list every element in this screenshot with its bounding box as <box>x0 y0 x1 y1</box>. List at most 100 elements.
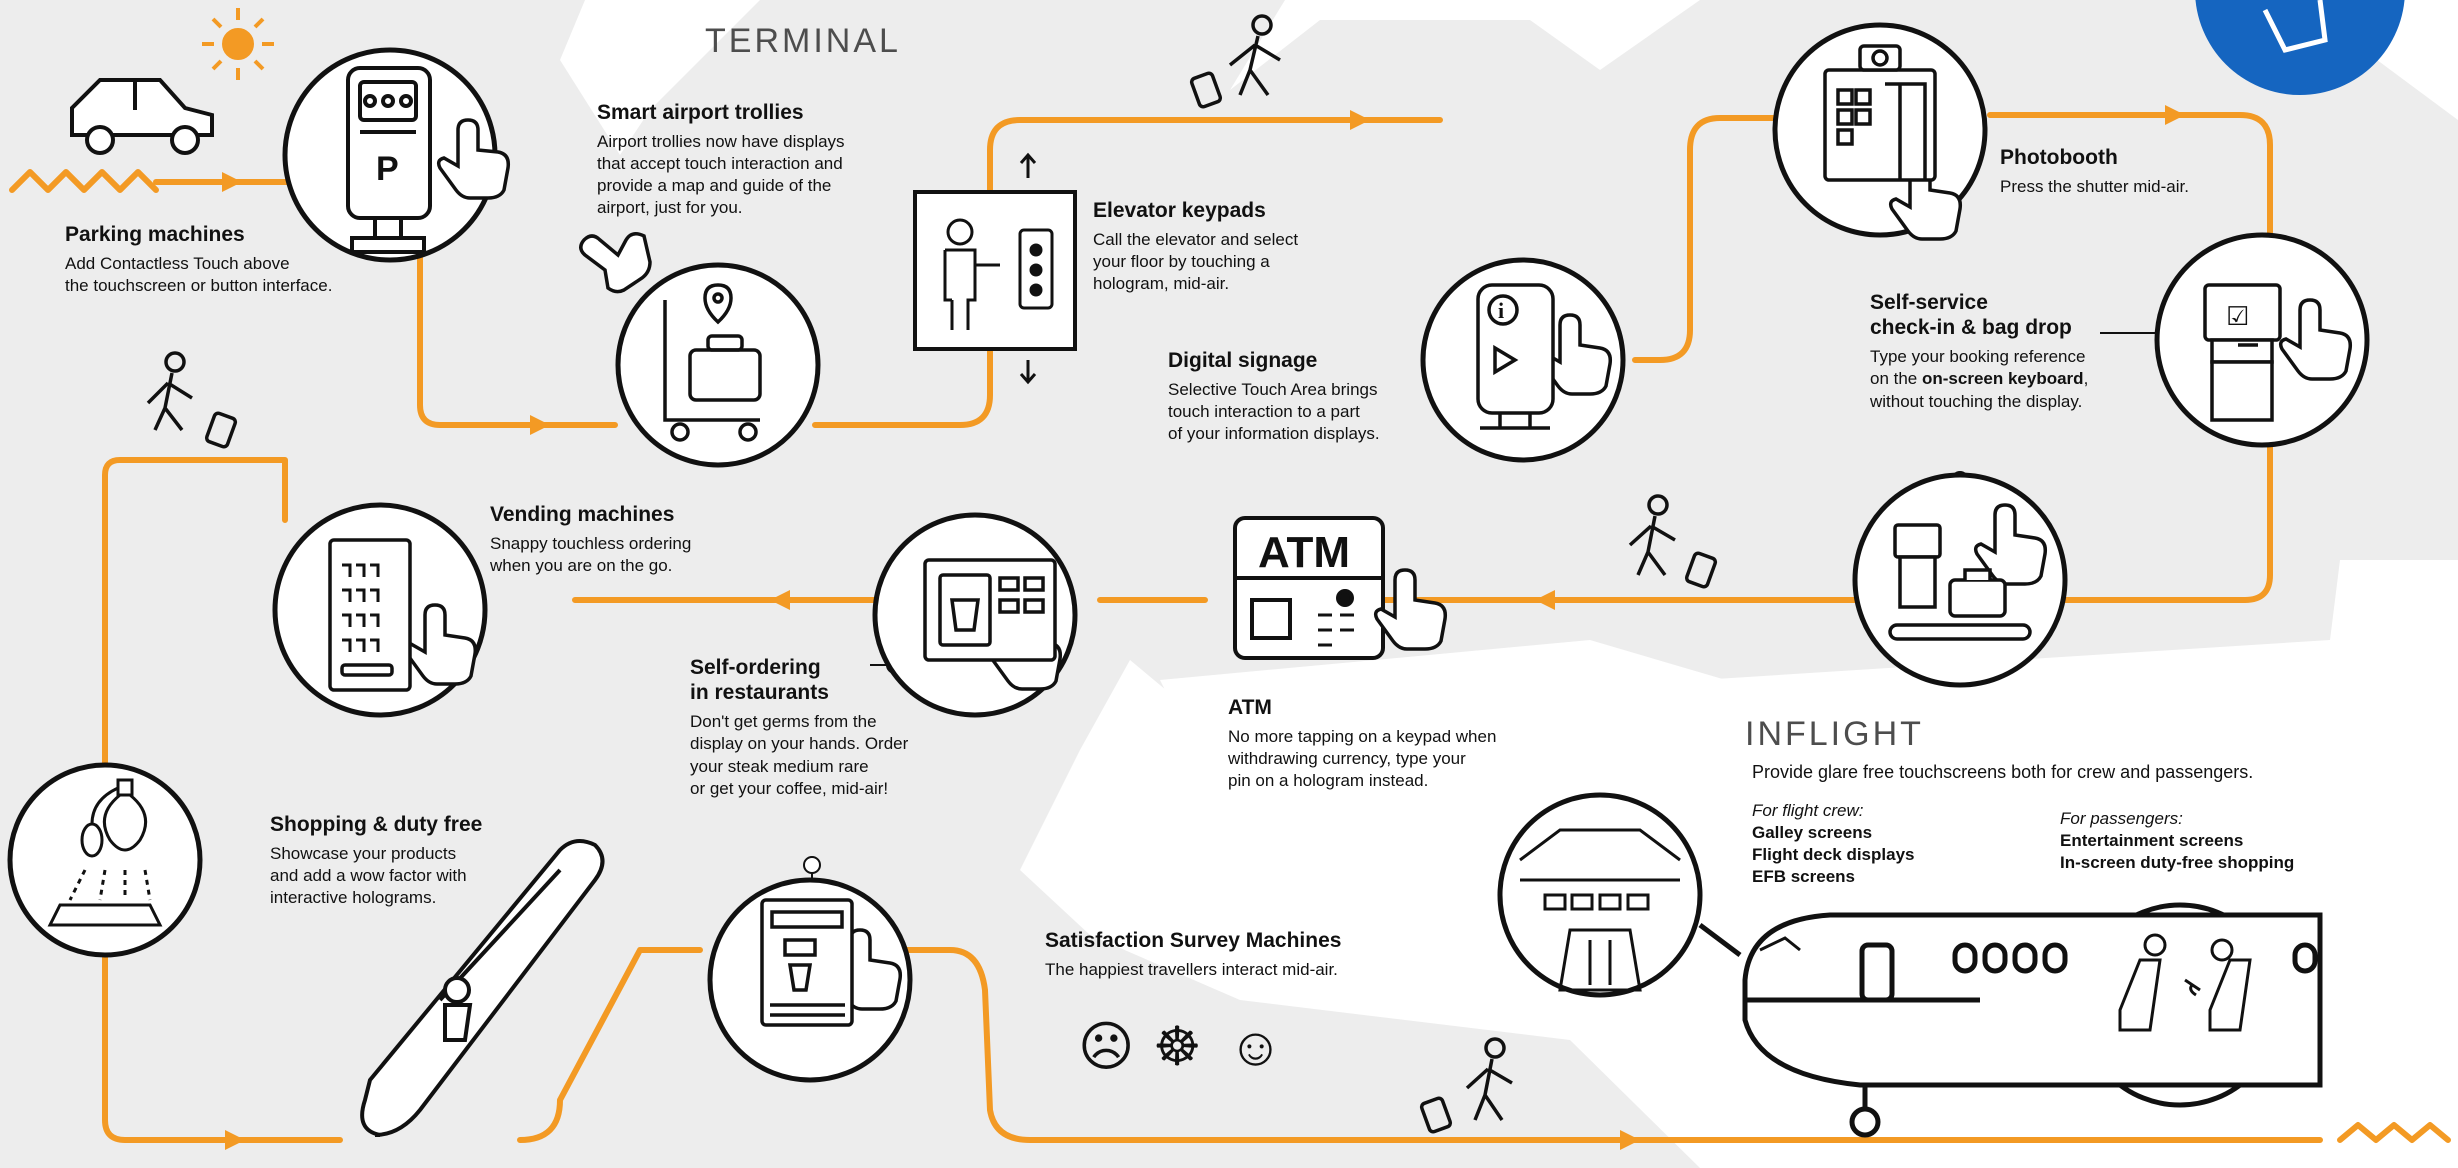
arrow-5 <box>1535 590 1555 610</box>
label-passengers: For passengers: Entertainment screens In… <box>2060 808 2294 874</box>
checkin-title-2: check-in & bag drop <box>1870 316 2072 340</box>
arrow-3 <box>1350 110 1370 130</box>
path-direction-arrows <box>222 105 2185 1150</box>
photobooth-title: Photobooth <box>2000 146 2118 169</box>
restaurants-desc-1: Don't get germs from the <box>690 712 877 732</box>
parking-desc-1: Add Contactless Touch above <box>65 254 290 274</box>
path-coffee-to-end <box>897 947 2323 1143</box>
checkin-desc-3: without touching the display. <box>1870 391 2083 411</box>
vending-title: Vending machines <box>490 503 675 526</box>
arrow-8 <box>1620 1130 1640 1150</box>
terminal-section-title: TERMINAL <box>705 22 901 60</box>
label-photobooth: Photobooth Press the shutter mid-air. <box>2000 145 2189 198</box>
label-shopping-duty-free: Shopping & duty free Showcase your produ… <box>270 812 482 909</box>
restaurants-title-1: Self-ordering <box>690 656 821 679</box>
label-self-service-checkin: Self-service check-in & bag drop Type yo… <box>1870 290 2088 413</box>
face-neutral-icon: ☸ <box>1153 1017 1202 1077</box>
signage-desc-3: of your information displays. <box>1168 424 1380 444</box>
vending-desc-2: when you are on the go. <box>490 556 673 576</box>
checkin-title-1: Self-service <box>1870 291 1988 314</box>
path-elevator-to-signage <box>1632 115 1783 363</box>
survey-desc-1: The happiest travellers interact mid-air… <box>1045 960 1338 980</box>
checkin-desc-1: Type your booking reference <box>1870 347 2086 367</box>
elevator-desc-2: your floor by touching a <box>1093 252 1270 272</box>
passengers-item-1: Entertainment screens <box>2060 831 2244 851</box>
kiosk-info-letter: i <box>1498 298 1504 323</box>
parking-meter-icon <box>346 66 432 254</box>
label-parking-machines: Parking machines Add Contactless Touch a… <box>65 222 332 297</box>
car-icon <box>70 78 214 155</box>
crew-item-1: Galley screens <box>1752 823 1873 843</box>
bagdrop-icon <box>1888 523 2032 641</box>
hand-icon-atm <box>1373 568 1448 651</box>
arrow-7 <box>225 1130 245 1150</box>
traveller-icon-4 <box>1419 1037 1513 1134</box>
trolleys-desc-2: that accept touch interaction and <box>597 154 843 174</box>
checkin-desc-2-post: , <box>2083 369 2089 389</box>
signage-desc-1: Selective Touch Area brings <box>1168 380 1378 400</box>
checkin-desc-2-bold: on-screen keyboard <box>1922 369 2084 389</box>
face-sad-icon: ☹ <box>1078 1017 1135 1077</box>
atm-desc-3: pin on a hologram instead. <box>1228 771 1429 791</box>
elevator-desc-1: Call the elevator and select <box>1093 230 1299 250</box>
restaurant-kiosk-icon <box>923 558 1057 662</box>
perfume-hologram-icon <box>47 778 163 927</box>
photobooth-icon <box>1823 44 1937 182</box>
hand-icon-bagdrop <box>1973 503 2048 586</box>
coffee-machine-icon <box>760 898 854 1027</box>
traveller-icon-2 <box>146 351 238 449</box>
parking-sign: P <box>376 150 399 188</box>
path-vending-down <box>102 457 343 1143</box>
atm-sign: ATM <box>1258 528 1350 577</box>
trolleys-title: Smart airport trollies <box>597 101 804 124</box>
signage-kiosk-icon <box>1476 283 1555 430</box>
label-flight-crew: For flight crew: Galley screens Flight d… <box>1752 800 1915 888</box>
face-happy-icon: ☺ <box>1228 1017 1284 1077</box>
checkin-check-mark: ☑ <box>2226 302 2249 332</box>
arrow-4 <box>2165 105 2185 125</box>
vending-machine-icon <box>328 538 412 692</box>
walking-traveller-icons <box>146 14 1718 1134</box>
elevator-desc-3: hologram, mid-air. <box>1093 274 1230 294</box>
hand-icon-checkin <box>2278 298 2353 381</box>
label-atm: ATM No more tapping on a keypad when wit… <box>1228 695 1496 792</box>
arrow-2 <box>530 415 550 435</box>
cockpit-icon <box>1519 828 1681 992</box>
shopping-desc-1: Showcase your products <box>270 844 457 864</box>
inflight-section-title: INFLIGHT <box>1745 715 1924 753</box>
trolleys-desc-1: Airport trollies now have displays <box>597 132 845 152</box>
label-elevator-keypads: Elevator keypads Call the elevator and s… <box>1093 198 1298 295</box>
restaurants-title-2: in restaurants <box>690 681 829 705</box>
parking-title: Parking machines <box>65 223 245 246</box>
parking-desc-2: the touchscreen or button interface. <box>65 276 333 296</box>
label-self-ordering: Self-ordering in restaurants Don't get g… <box>690 655 908 800</box>
hand-icon-trolley <box>579 232 652 294</box>
label-satisfaction-survey: Satisfaction Survey Machines The happies… <box>1045 928 1341 981</box>
atm-desc-1: No more tapping on a keypad when <box>1228 727 1497 747</box>
elevator-frame <box>913 190 1077 351</box>
path-zigzag-start <box>9 169 159 193</box>
escalator-icon <box>360 839 605 1137</box>
restaurants-desc-3: your steak medium rare <box>690 756 869 776</box>
arrow-6 <box>770 590 790 610</box>
hand-pointer-icons <box>403 118 2353 1011</box>
label-vending-machines: Vending machines Snappy touchless orderi… <box>490 502 691 577</box>
photobooth-desc-1: Press the shutter mid-air. <box>2000 177 2189 197</box>
crew-heading: For flight crew: <box>1752 801 1864 820</box>
survey-title: Satisfaction Survey Machines <box>1045 929 1342 952</box>
trolleys-desc-3: provide a map and guide of the <box>597 176 832 196</box>
path-escalator-to-coffee <box>517 947 703 1143</box>
trolleys-desc-4: airport, just for you. <box>597 198 743 218</box>
restaurants-desc-2: display on your hands. Order <box>690 734 909 754</box>
passengers-item-2: In-screen duty-free shopping <box>2060 853 2295 873</box>
shopping-title: Shopping & duty free <box>270 813 483 836</box>
signage-desc-2: touch interaction to a part <box>1168 402 1360 422</box>
shopping-desc-3: interactive holograms. <box>270 888 437 908</box>
traveller-icon-3 <box>1628 494 1718 589</box>
elevator-icon <box>943 152 1054 385</box>
passengers-heading: For passengers: <box>2060 809 2183 828</box>
atm-desc-2: withdrawing currency, type your <box>1228 749 1466 769</box>
passenger-seat-icon <box>2118 933 2252 1032</box>
